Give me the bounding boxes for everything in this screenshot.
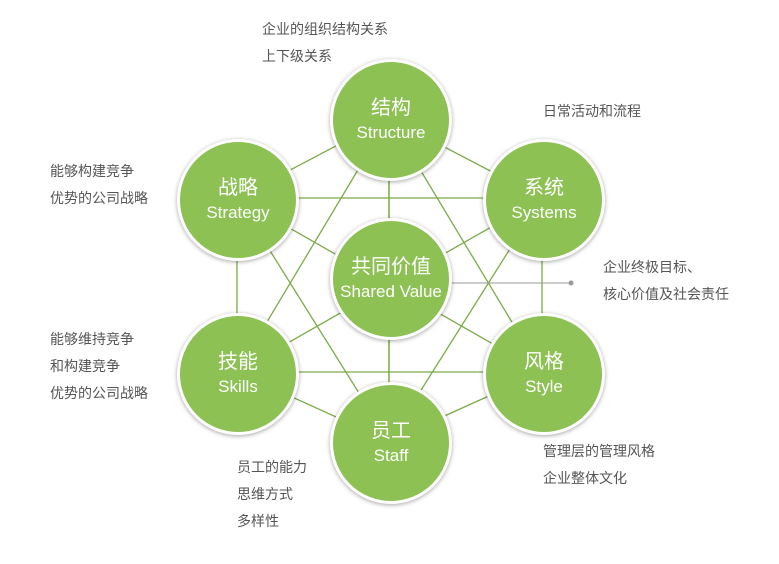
note-line: 员工的能力 [237,460,307,476]
note-line: 核心价值及社会责任 [603,287,729,303]
node-label-en: Systems [511,203,577,222]
note-line: 思维方式 [237,487,293,503]
note-line: 企业的组织结构关系 [262,22,388,38]
node-label-en: Skills [218,377,258,396]
node-label-zh: 风格 [524,349,564,373]
note-line: 和构建竞争 [50,359,120,375]
note-style: 管理层的管理风格 企业整体文化 [543,439,655,493]
node-label-en: Style [525,377,563,396]
note-line: 多样性 [237,514,279,530]
note-line: 管理层的管理风格 [543,444,655,460]
note-staff: 员工的能力 思维方式 多样性 [237,455,307,536]
note-line: 上下级关系 [262,49,332,65]
node-label-zh: 系统 [524,175,564,199]
node-label-zh: 共同价值 [351,254,431,278]
note-skills: 能够维持竞争 和构建竞争 优势的公司战略 [50,327,148,408]
node-label-zh: 员工 [371,418,411,442]
node-strategy: 战略 Strategy [177,139,299,261]
node-label-zh: 结构 [371,95,411,119]
leader-dot [568,280,574,286]
node-label-en: Strategy [206,203,270,222]
note-line: 日常活动和流程 [543,104,641,120]
node-shared-value: 共同价值 Shared Value [330,218,452,340]
note-strategy: 能够构建竞争 优势的公司战略 [50,159,148,213]
note-shared-value: 企业终极目标、 核心价值及社会责任 [603,255,729,309]
note-line: 优势的公司战略 [50,386,148,402]
note-line: 企业终极目标、 [603,260,701,276]
note-structure: 企业的组织结构关系 上下级关系 [262,17,388,71]
node-label-zh: 战略 [218,175,258,199]
node-systems: 系统 Systems [483,139,605,261]
node-skills: 技能 Skills [177,313,299,435]
node-label-en: Shared Value [340,282,442,301]
node-staff: 员工 Staff [330,382,452,504]
note-systems: 日常活动和流程 [543,99,641,126]
note-line: 能够构建竞争 [50,164,134,180]
node-label-en: Structure [356,123,426,142]
node-structure: 结构 Structure [330,59,452,181]
node-style: 风格 Style [483,313,605,435]
node-label-en: Staff [373,446,409,465]
node-label-zh: 技能 [218,349,258,373]
note-line: 能够维持竞争 [50,332,134,348]
note-line: 优势的公司战略 [50,191,148,207]
note-line: 企业整体文化 [543,471,627,487]
